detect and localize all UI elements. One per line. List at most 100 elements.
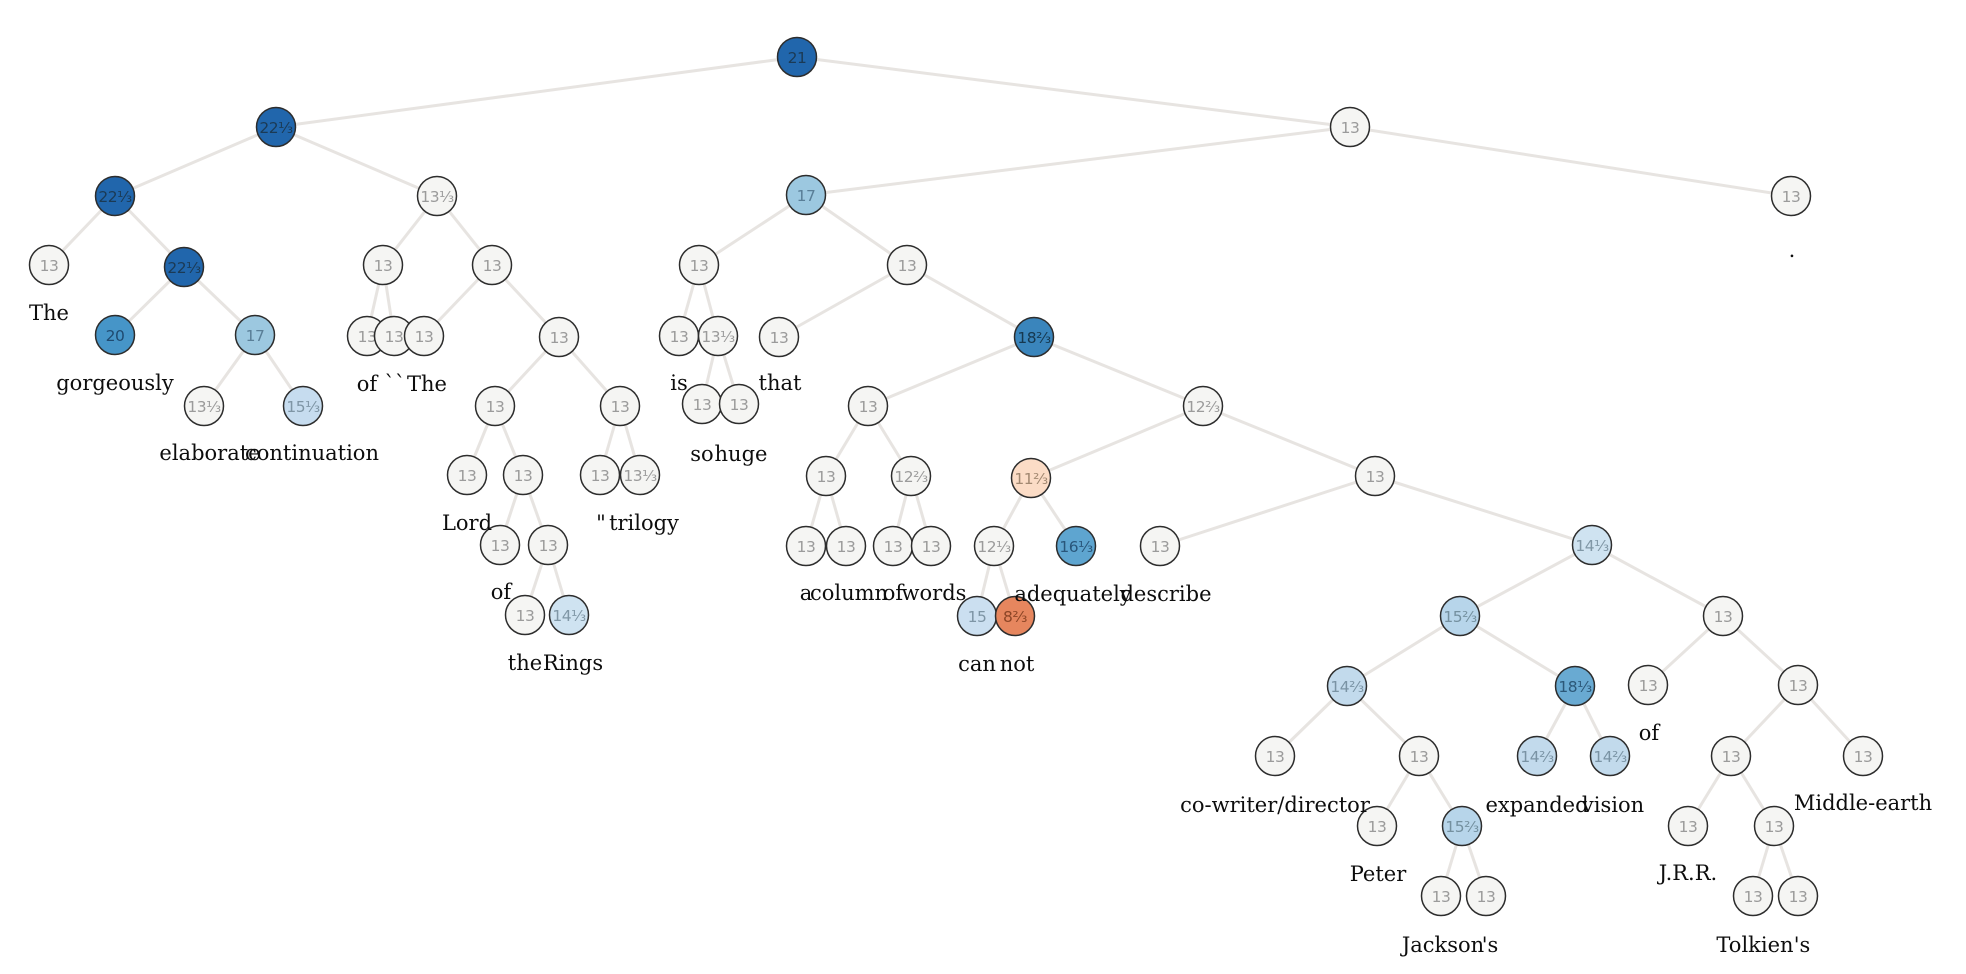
tree-edge <box>867 335 1035 408</box>
tree-node-circle <box>94 175 136 217</box>
node-value: 13 <box>898 257 917 275</box>
tree-node: 13 <box>504 594 546 636</box>
node-value: 13 <box>550 329 569 347</box>
tree-node: 14⅔ <box>1326 665 1368 707</box>
tree-node: 13 <box>479 524 521 566</box>
tree-node-circle <box>1326 665 1368 707</box>
tree-node-circle <box>1753 805 1795 847</box>
tree-node-circle <box>847 385 889 427</box>
tree-node-circle <box>1627 664 1669 706</box>
node-value: 13 <box>1744 888 1763 906</box>
tree-node: 13 <box>872 525 914 567</box>
tree-edge <box>778 263 908 339</box>
word-label: gorgeously <box>56 371 174 395</box>
tree-node-circle <box>1732 875 1774 917</box>
node-value: 14⅔ <box>1520 748 1554 766</box>
node-value: 14⅓ <box>552 607 586 625</box>
tree-node: 13 <box>538 316 580 358</box>
word-label: continuation <box>245 441 379 465</box>
tree-edge <box>275 125 438 198</box>
tree-edge <box>805 125 1351 197</box>
tree-node: 15⅔ <box>1441 805 1483 847</box>
word-label: adequately <box>1014 582 1131 606</box>
tree-node-circle <box>234 314 276 356</box>
node-value: 13 <box>1410 748 1429 766</box>
tree-node-circle <box>538 316 580 358</box>
tree-node: 13 <box>502 454 544 496</box>
tree-node-circle <box>282 385 324 427</box>
tree-node-circle <box>504 594 546 636</box>
word-label: vision <box>1581 793 1644 817</box>
node-value: 13 <box>1765 818 1784 836</box>
tree-node: 13 <box>1777 875 1819 917</box>
node-value: 13 <box>837 538 856 556</box>
tree-node: 14⅔ <box>1516 735 1558 777</box>
tree-node: 17 <box>785 174 827 216</box>
node-value: 13 <box>1789 677 1808 695</box>
word-label: a <box>800 581 813 605</box>
tree-node-circle <box>1842 735 1884 777</box>
node-value: 13 <box>1366 468 1385 486</box>
word-label: 's <box>1482 933 1499 957</box>
tree-node-circle <box>825 525 867 567</box>
node-value: 13 <box>1266 748 1285 766</box>
word-label: can <box>958 652 996 676</box>
tree-node: 13 <box>1777 664 1819 706</box>
tree-node-circle <box>1139 525 1181 567</box>
node-value: 22⅓ <box>167 259 201 277</box>
tree-node-circle <box>697 315 739 357</box>
word-label: not <box>1000 652 1035 676</box>
node-value: 13 <box>690 257 709 275</box>
node-value: 13 <box>514 467 533 485</box>
tree-node-circle <box>1777 664 1819 706</box>
tree-node: 15 <box>956 595 998 637</box>
node-value: 13 <box>374 257 393 275</box>
tree-node-circle <box>1010 457 1052 499</box>
tree-edge <box>1591 543 1724 618</box>
tree-node-circle <box>548 594 590 636</box>
tree-node: 13 <box>1842 735 1884 777</box>
tree-node-circle <box>1710 735 1752 777</box>
node-value: 11⅔ <box>1014 470 1048 488</box>
tree-node-circle <box>890 455 932 497</box>
tree-edge <box>1033 335 1204 408</box>
tree-node-circle <box>1013 316 1055 358</box>
tree-node: 13 <box>1770 175 1812 217</box>
tree-node: 14⅔ <box>1589 735 1631 777</box>
tree-node-circle <box>1182 385 1224 427</box>
word-label: Lord <box>442 511 492 535</box>
tree-node-circle <box>416 175 458 217</box>
tree-node: 22⅓ <box>94 175 136 217</box>
tree-node-circle <box>599 385 641 427</box>
word-label: J.R.R. <box>1657 861 1717 885</box>
tree-node: 13⅓ <box>619 454 661 496</box>
tree-node: 14⅓ <box>1571 524 1613 566</box>
node-value: 13 <box>1432 888 1451 906</box>
tree-node: 13 <box>446 454 488 496</box>
node-value: 13 <box>884 538 903 556</box>
tree-node: 13 <box>1139 525 1181 567</box>
node-value: 14⅔ <box>1330 678 1364 696</box>
node-value: 13⅓ <box>187 398 221 416</box>
tree-node: 13 <box>718 383 760 425</box>
tree-edge <box>906 263 1035 339</box>
node-value: 13 <box>611 398 630 416</box>
tree-edge <box>1459 614 1576 688</box>
tree-edge <box>1346 614 1461 688</box>
node-value: 13 <box>385 328 404 346</box>
node-value: 13 <box>591 467 610 485</box>
node-value: 20 <box>106 327 125 345</box>
word-label: so <box>690 442 713 466</box>
tree-node: 11⅔ <box>1010 457 1052 499</box>
word-label: 's <box>1794 933 1811 957</box>
tree-node: 13 <box>403 315 445 357</box>
tree-node-circle <box>1589 735 1631 777</box>
word-label: Peter <box>1350 862 1407 886</box>
word-label: of <box>491 580 514 604</box>
tree-edge <box>698 193 807 267</box>
node-value: 13 <box>40 257 59 275</box>
node-value: 12⅓ <box>977 538 1011 556</box>
tree-node-circle <box>1254 735 1296 777</box>
tree-node-circle <box>579 454 621 496</box>
